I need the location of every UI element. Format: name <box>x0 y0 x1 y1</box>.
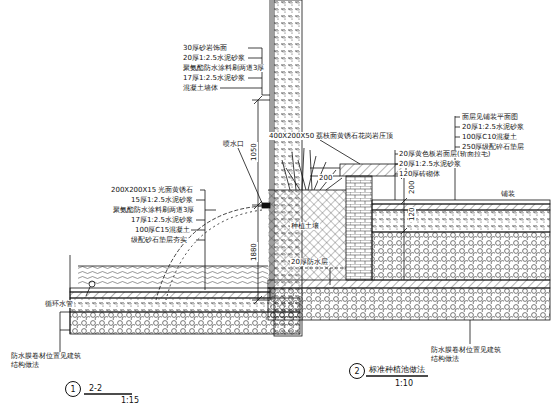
callout-text: 循环水管 <box>44 300 74 308</box>
callout-text: 17厚1:2.5水泥砂浆 <box>130 216 194 224</box>
callout-text: 防水膜卷材位置见建筑 <box>430 346 502 354</box>
callout-text: 20厚防水层 <box>290 258 329 266</box>
callout-text: 400X200X50 荔枝面黄锈石花岗岩压顶 <box>268 132 394 140</box>
callout-text: 200X200X15 光面黄锈石 <box>110 186 194 194</box>
dimension-text: 1050 <box>250 142 258 162</box>
callout-text: 铺装 <box>500 190 516 198</box>
callout-text: 防水膜卷材位置见建筑 <box>10 352 82 360</box>
callout-text: 20厚1:2.5水泥砂浆 <box>461 123 525 131</box>
callout-text: 100厚C10混凝土 <box>461 133 518 141</box>
callout-text: 17厚1:2.5水泥砂浆 <box>182 74 246 82</box>
callout-text: 120厚砖砌体 <box>398 170 441 178</box>
callout-text: 1:15 <box>120 396 140 405</box>
callout-text: 20厚1:2.5水泥砂浆 <box>182 54 246 62</box>
section-number: 2 <box>354 367 359 376</box>
callout-text: 级配砂石垫层夯实 <box>130 236 188 244</box>
callout-text: 2-2 <box>88 384 103 393</box>
callout-text: 20厚黄色板岩面层(斩面拉毛) <box>398 150 491 158</box>
callout-text: 200 <box>318 174 333 182</box>
callout-text: 混凝土墙体 <box>182 84 219 92</box>
callout-text: 标准种植池做法 <box>368 365 426 374</box>
callout-text: 结构做法 <box>430 355 460 363</box>
dimension-text: 120 <box>408 207 416 222</box>
callout-text: 1:10 <box>394 379 414 388</box>
callout-text: 20厚1:2.5水泥砂浆 <box>398 160 462 168</box>
dimension-text: 1880 <box>250 242 258 262</box>
callout-text: 种植土壤 <box>290 222 320 230</box>
callout-text: 聚氨酯防水涂料刷两道3厚 <box>112 206 195 214</box>
callout-text: 结构做法 <box>10 361 40 369</box>
callout-text: 聚氨酯防水涂料刷两道3厚 <box>182 64 265 72</box>
callout-text: 15厚1:2.5水泥砂浆 <box>130 196 194 204</box>
dimension-text: 200 <box>408 180 416 195</box>
callout-text: 100厚C15混凝土 <box>134 226 191 234</box>
callout-text: 250厚级配碎石垫层 <box>461 143 525 151</box>
section-number: 1 <box>70 385 75 394</box>
callout-text: 面层见铺装平面图 <box>461 113 519 121</box>
callout-text: 喷水口 <box>222 140 245 148</box>
section-number-circle: 1 <box>65 381 81 397</box>
callout-text: 30厚砂岩饰面 <box>182 44 228 52</box>
section-number-circle: 2 <box>349 363 365 379</box>
